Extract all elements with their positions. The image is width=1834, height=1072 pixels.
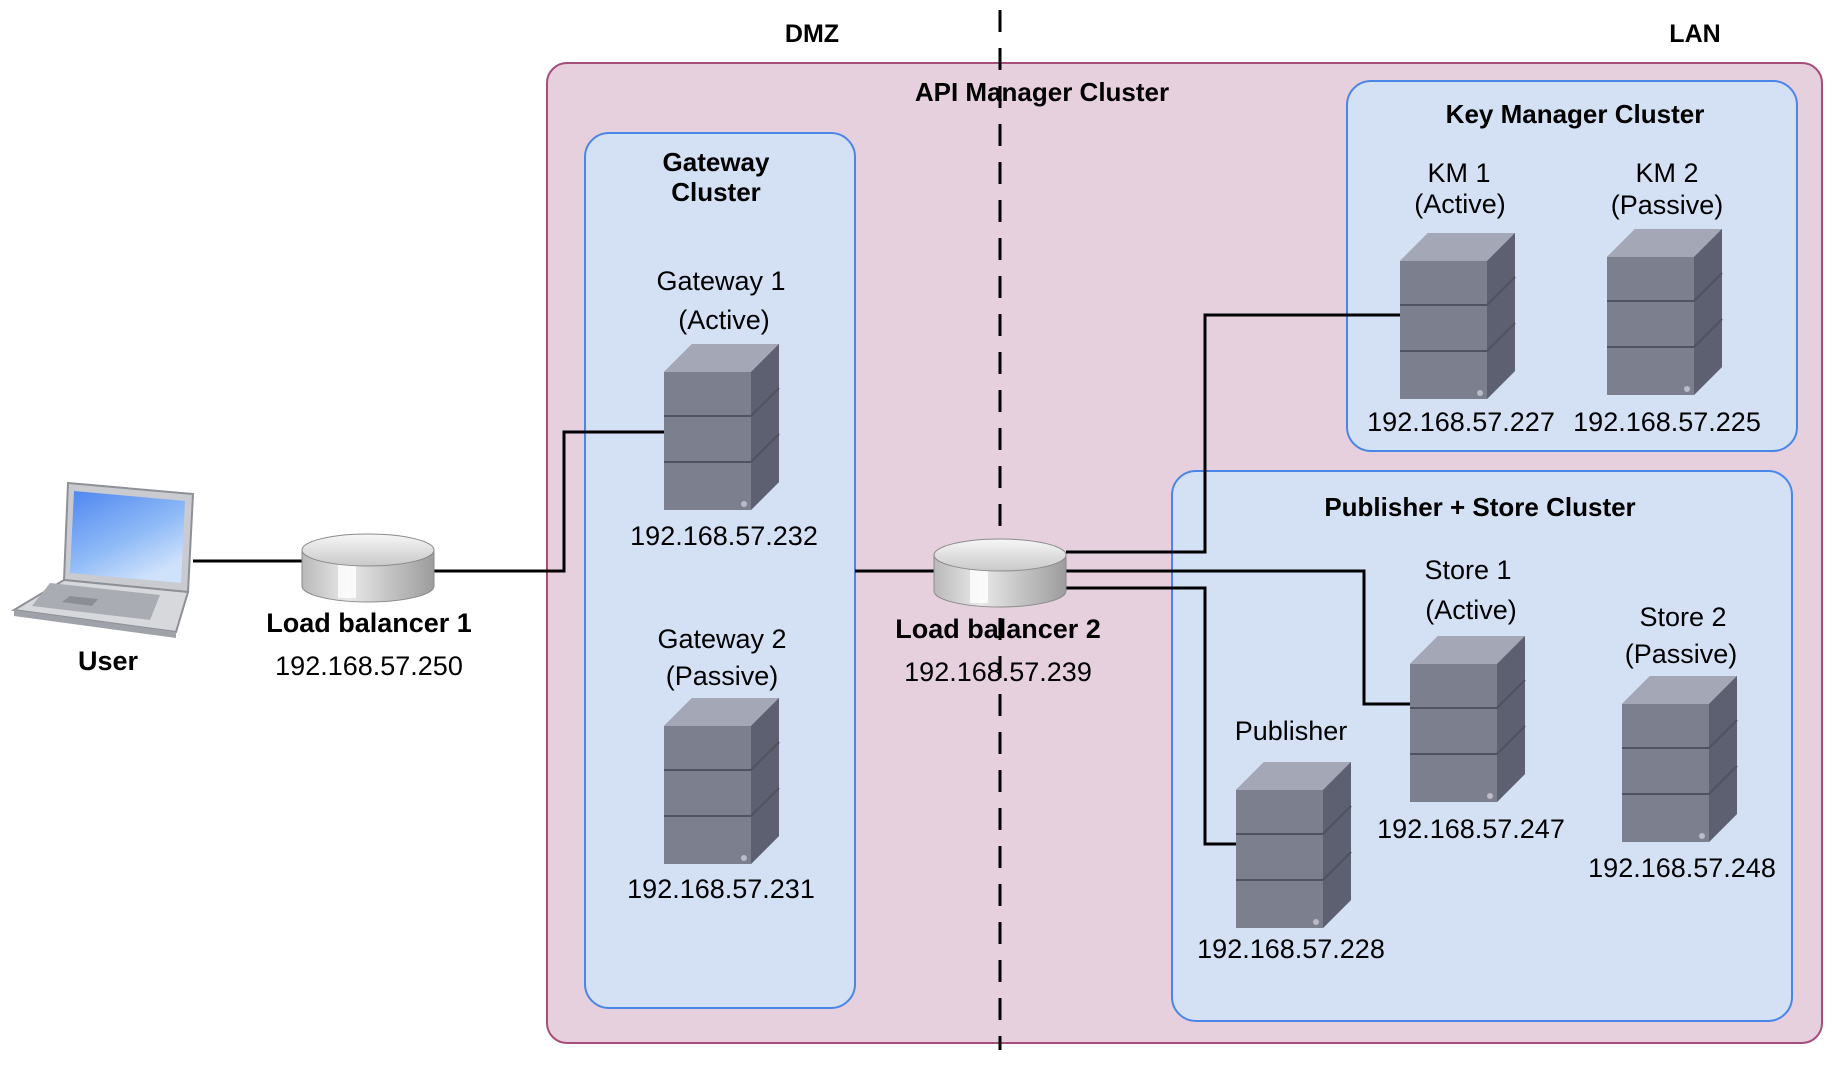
- gateway1-role: (Active): [678, 305, 770, 335]
- publisher-name: Publisher: [1235, 716, 1348, 746]
- load-balancer2-ip: 192.168.57.239: [904, 657, 1092, 687]
- km2-name: KM 2: [1635, 158, 1698, 188]
- server-icon: [1235, 761, 1352, 929]
- server-icon: [663, 343, 780, 511]
- load-balancer2-label: Load balancer 2: [895, 614, 1101, 644]
- laptop-icon: [11, 481, 195, 638]
- load-balancer-icon: [301, 533, 435, 603]
- gateway1-name: Gateway 1: [656, 266, 785, 296]
- server-icon: [1621, 675, 1738, 843]
- server-icon: [1399, 232, 1516, 400]
- connections: [193, 313, 1410, 846]
- server-icon: [663, 697, 780, 865]
- gateway2-role: (Passive): [666, 661, 779, 691]
- store2-name: Store 2: [1639, 602, 1726, 632]
- wire-lb1-gateway1: [434, 430, 664, 573]
- gateway2-ip: 192.168.57.231: [627, 874, 815, 904]
- publisher-ip: 192.168.57.228: [1197, 934, 1385, 964]
- load-balancer1-label: Load balancer 1: [266, 608, 472, 638]
- km1-ip: 192.168.57.227: [1367, 407, 1555, 437]
- load-balancer1-ip: 192.168.57.250: [275, 651, 463, 681]
- wire-lb2-store1: [1066, 569, 1410, 706]
- km1-name: KM 1: [1427, 158, 1490, 188]
- user-label: User: [78, 646, 139, 676]
- gateway-cluster-title-line2: Cluster: [671, 177, 761, 207]
- store2-role: (Passive): [1625, 639, 1738, 669]
- store1-role: (Active): [1425, 595, 1517, 625]
- gateway1-ip: 192.168.57.232: [630, 521, 818, 551]
- store1-name: Store 1: [1424, 555, 1511, 585]
- wire-lb2-publisher: [1066, 586, 1236, 846]
- km1-role: (Active): [1414, 189, 1506, 219]
- load-balancer-icon: [933, 538, 1067, 608]
- gateway2-name: Gateway 2: [657, 624, 786, 654]
- km2-role: (Passive): [1611, 190, 1724, 220]
- key-manager-cluster-title: Key Manager Cluster: [1446, 99, 1705, 129]
- km2-ip: 192.168.57.225: [1573, 407, 1761, 437]
- dmz-zone-label: DMZ: [785, 20, 839, 48]
- server-icon: [1606, 228, 1723, 396]
- store1-ip: 192.168.57.247: [1377, 814, 1565, 844]
- wire-lb2-km1: [1066, 313, 1400, 554]
- gateway-cluster-title-line1: Gateway: [663, 147, 770, 177]
- publisher-store-cluster-title: Publisher + Store Cluster: [1324, 492, 1635, 522]
- server-icon: [1409, 635, 1526, 803]
- api-manager-cluster-title: API Manager Cluster: [915, 77, 1169, 107]
- lan-zone-label: LAN: [1669, 20, 1720, 48]
- store2-ip: 192.168.57.248: [1588, 853, 1776, 883]
